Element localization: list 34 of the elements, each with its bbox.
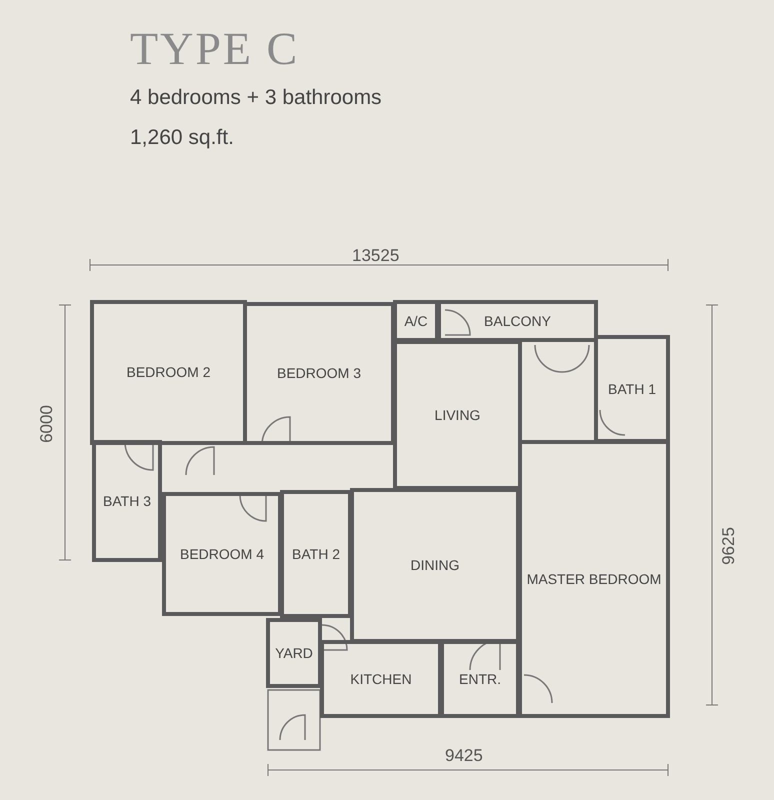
room-outline [437, 300, 598, 342]
room-label: BALCONY [484, 312, 551, 330]
room-outline [518, 440, 670, 718]
plan-title: TYPE C [130, 22, 300, 75]
room-outline [162, 492, 282, 616]
room-label: BATH 3 [103, 492, 151, 510]
room-outline [594, 335, 670, 443]
plan-subtitle: 4 bedrooms + 3 bathrooms [130, 86, 382, 110]
room-outline [393, 300, 439, 342]
room-outline [92, 440, 162, 562]
room-outline [90, 300, 247, 445]
room-outline [320, 640, 442, 718]
room-label: LIVING [434, 406, 480, 424]
room-label: YARD [275, 644, 313, 662]
room-label: BEDROOM 2 [126, 364, 210, 381]
room-label: ENTR. [459, 670, 501, 688]
dimension-label: 6000 [36, 405, 57, 443]
room-label: A/C [404, 312, 428, 330]
plan-subtitle: 1,260 sq.ft. [130, 126, 234, 150]
room-outline [350, 488, 520, 643]
room-label: DINING [410, 557, 460, 574]
room-outline [280, 490, 352, 618]
room-outline [440, 640, 520, 718]
room-label: BATH 2 [292, 546, 340, 562]
room-label: MASTER BEDROOM [526, 570, 662, 588]
room-outline [393, 340, 522, 490]
dimension-label: 9425 [445, 746, 483, 766]
room-label: BATH 1 [608, 380, 656, 398]
room-label: BEDROOM 3 [276, 365, 361, 382]
dimension-label: 9625 [718, 527, 739, 565]
room-label: BEDROOM 4 [180, 546, 264, 562]
dimension-label: 13525 [352, 246, 400, 266]
room-outline [266, 618, 322, 688]
room-label: KITCHEN [350, 670, 412, 688]
